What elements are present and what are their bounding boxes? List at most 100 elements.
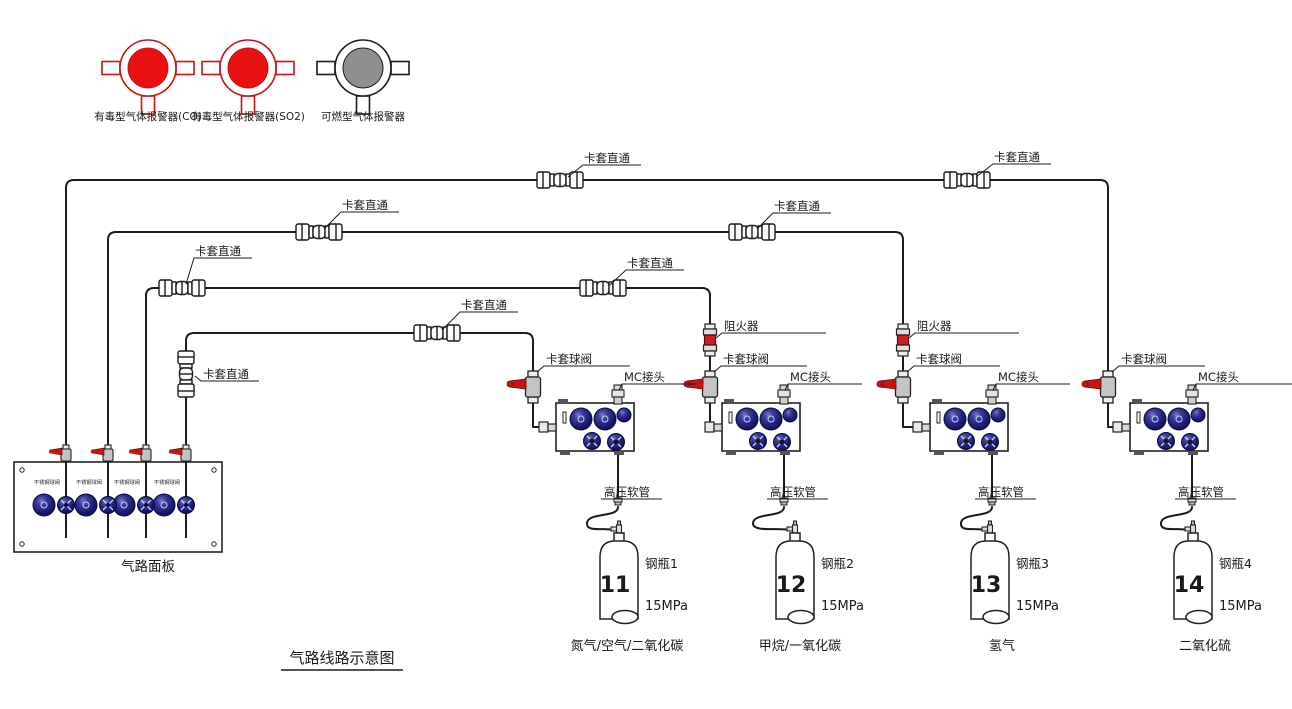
flame-arrester-label: 阻火器 [917,319,952,333]
leader-mc [992,383,1070,391]
leader-union [567,164,641,178]
cylinder-pressure: 15MPa [645,599,688,614]
panel-valve-icon [48,444,72,462]
mc-connector-label: MC接头 [1198,370,1239,384]
cylinder-valve-icon [786,520,799,534]
panel-screws [19,467,217,547]
union-fitting [295,223,343,241]
legend-caption-combustible: 可燃型气体报警器 [321,110,405,123]
cylinder-mark: 14 [1174,573,1205,598]
panel-valve-icon [168,444,192,462]
combustible-detector-icon [316,39,410,115]
union-fitting-vertical [177,350,195,398]
leader-mc [784,383,862,391]
high-pressure-hoses [586,506,1193,531]
union-label: 卡套直通 [994,150,1040,164]
pipe-network [65,179,1193,538]
cylinder-gas: 二氧化硫 [1179,639,1231,654]
toxic-so2-detector-icon [201,39,295,115]
flame-arrester-icon [702,323,718,357]
leader-ball-valve [906,365,1000,373]
leader-arrester [715,332,826,339]
union-label: 卡套直通 [774,199,820,213]
cylinder-name: 钢瓶4 [1219,556,1252,571]
hp-hose-label: 高压软管 [604,485,650,499]
regulator-station-1 [539,385,634,455]
legend-caption-co: 有毒型气体报警器(CO) [94,110,202,123]
panel-handwheel-icon [56,495,76,515]
panel-gauge-icon [32,493,56,517]
diagram-title: 气路线路示意图 [289,649,394,667]
ball-valve-icon [506,370,542,404]
pipe-line-station4 [65,179,1132,462]
cylinder-gas: 甲烷/一氧化碳 [759,639,841,654]
flame-arrester-icon [895,323,911,357]
leader-union [185,257,252,285]
gas-panel-internals: 不锈钢球阀 不锈钢球阀 不锈钢球阀 不锈钢球阀 [32,444,196,517]
mc-connector-label: MC接头 [998,370,1039,384]
panel-handwheel-icon [136,495,156,515]
hose-1 [586,506,619,531]
cylinders: 11 钢瓶1 15MPa 氮气/空气/二氧化碳 12 钢瓶2 15MPa 甲烷/… [571,520,1262,654]
cylinder-gas: 氢气 [989,638,1015,654]
cylinder-1: 11 钢瓶1 15MPa 氮气/空气/二氧化碳 [571,520,688,654]
hp-hose-label: 高压软管 [770,485,816,499]
leader-union [194,375,259,382]
cylinder-gas: 氮气/空气/二氧化碳 [571,638,684,654]
union-label: 卡套直通 [195,244,241,258]
panel-handwheel-icon [176,495,196,515]
leader-mc [618,383,695,391]
hose-4 [1160,506,1193,531]
cylinder-valve-icon [1184,520,1197,534]
panel-valve-icon [128,444,152,462]
leader-ball-valve [536,365,630,373]
union-label: 卡套直通 [584,151,630,165]
union-fitting [413,324,461,342]
hp-hose-label: 高压软管 [1178,485,1224,499]
mc-connector-label: MC接头 [790,370,831,384]
leader-ball-valve [713,365,807,373]
legend-caption-so2: 有毒型气体报警器(SO2) [191,110,305,123]
panel-valve-tag: 不锈钢球阀 [114,478,140,486]
pipe-line-station1 [185,332,558,462]
union-label: 卡套直通 [627,256,673,270]
hose-2 [752,506,790,531]
cylinder-mark: 13 [971,573,1002,598]
union-fitting [536,171,584,189]
panel-handwheel-icon [98,495,118,515]
leader-union [609,269,684,286]
union-fitting [579,279,627,297]
cylinder-4: 14 钢瓶4 15MPa 二氧化硫 [1173,520,1262,654]
cylinder-2: 12 钢瓶2 15MPa 甲烷/一氧化碳 [759,520,864,654]
panel-gauge-icon [74,493,98,517]
leader-mc [1192,383,1292,391]
toxic-co-detector-icon [101,39,195,115]
union-fitting [943,171,991,189]
cylinder-mark: 11 [600,573,631,598]
leader-union [441,311,518,331]
union-label: 卡套直通 [203,367,249,381]
cylinder-valve-icon [610,520,623,534]
cylinder-pressure: 15MPa [1219,599,1262,614]
cylinder-name: 钢瓶1 [645,556,678,571]
legend: 有毒型气体报警器(CO) 有毒型气体报警器(SO2) 可燃型气体报警器 [94,39,410,123]
leader-union [756,212,831,230]
panel-valve-tag: 不锈钢球阀 [154,478,180,486]
callout-leaders [185,163,1292,671]
cylinder-3: 13 钢瓶3 15MPa 氢气 [970,520,1059,654]
leader-arrester [908,332,1019,339]
ball-valve-label: 卡套球阀 [1121,352,1167,366]
panel-valve-tag: 不锈钢球阀 [34,478,60,486]
ball-valve-icon [1081,370,1117,404]
panel-gauge-icon [152,493,176,517]
ball-valve-label: 卡套球阀 [546,352,592,366]
regulator-station-4 [1113,385,1208,455]
ball-valve-label: 卡套球阀 [916,352,962,366]
regulator-station-3 [913,385,1008,455]
mc-connector-label: MC接头 [624,370,665,384]
cylinder-valve-icon [981,520,994,534]
hp-hose-label: 高压软管 [978,485,1024,499]
union-fitting [158,279,206,297]
ball-valve-icon [683,370,719,404]
